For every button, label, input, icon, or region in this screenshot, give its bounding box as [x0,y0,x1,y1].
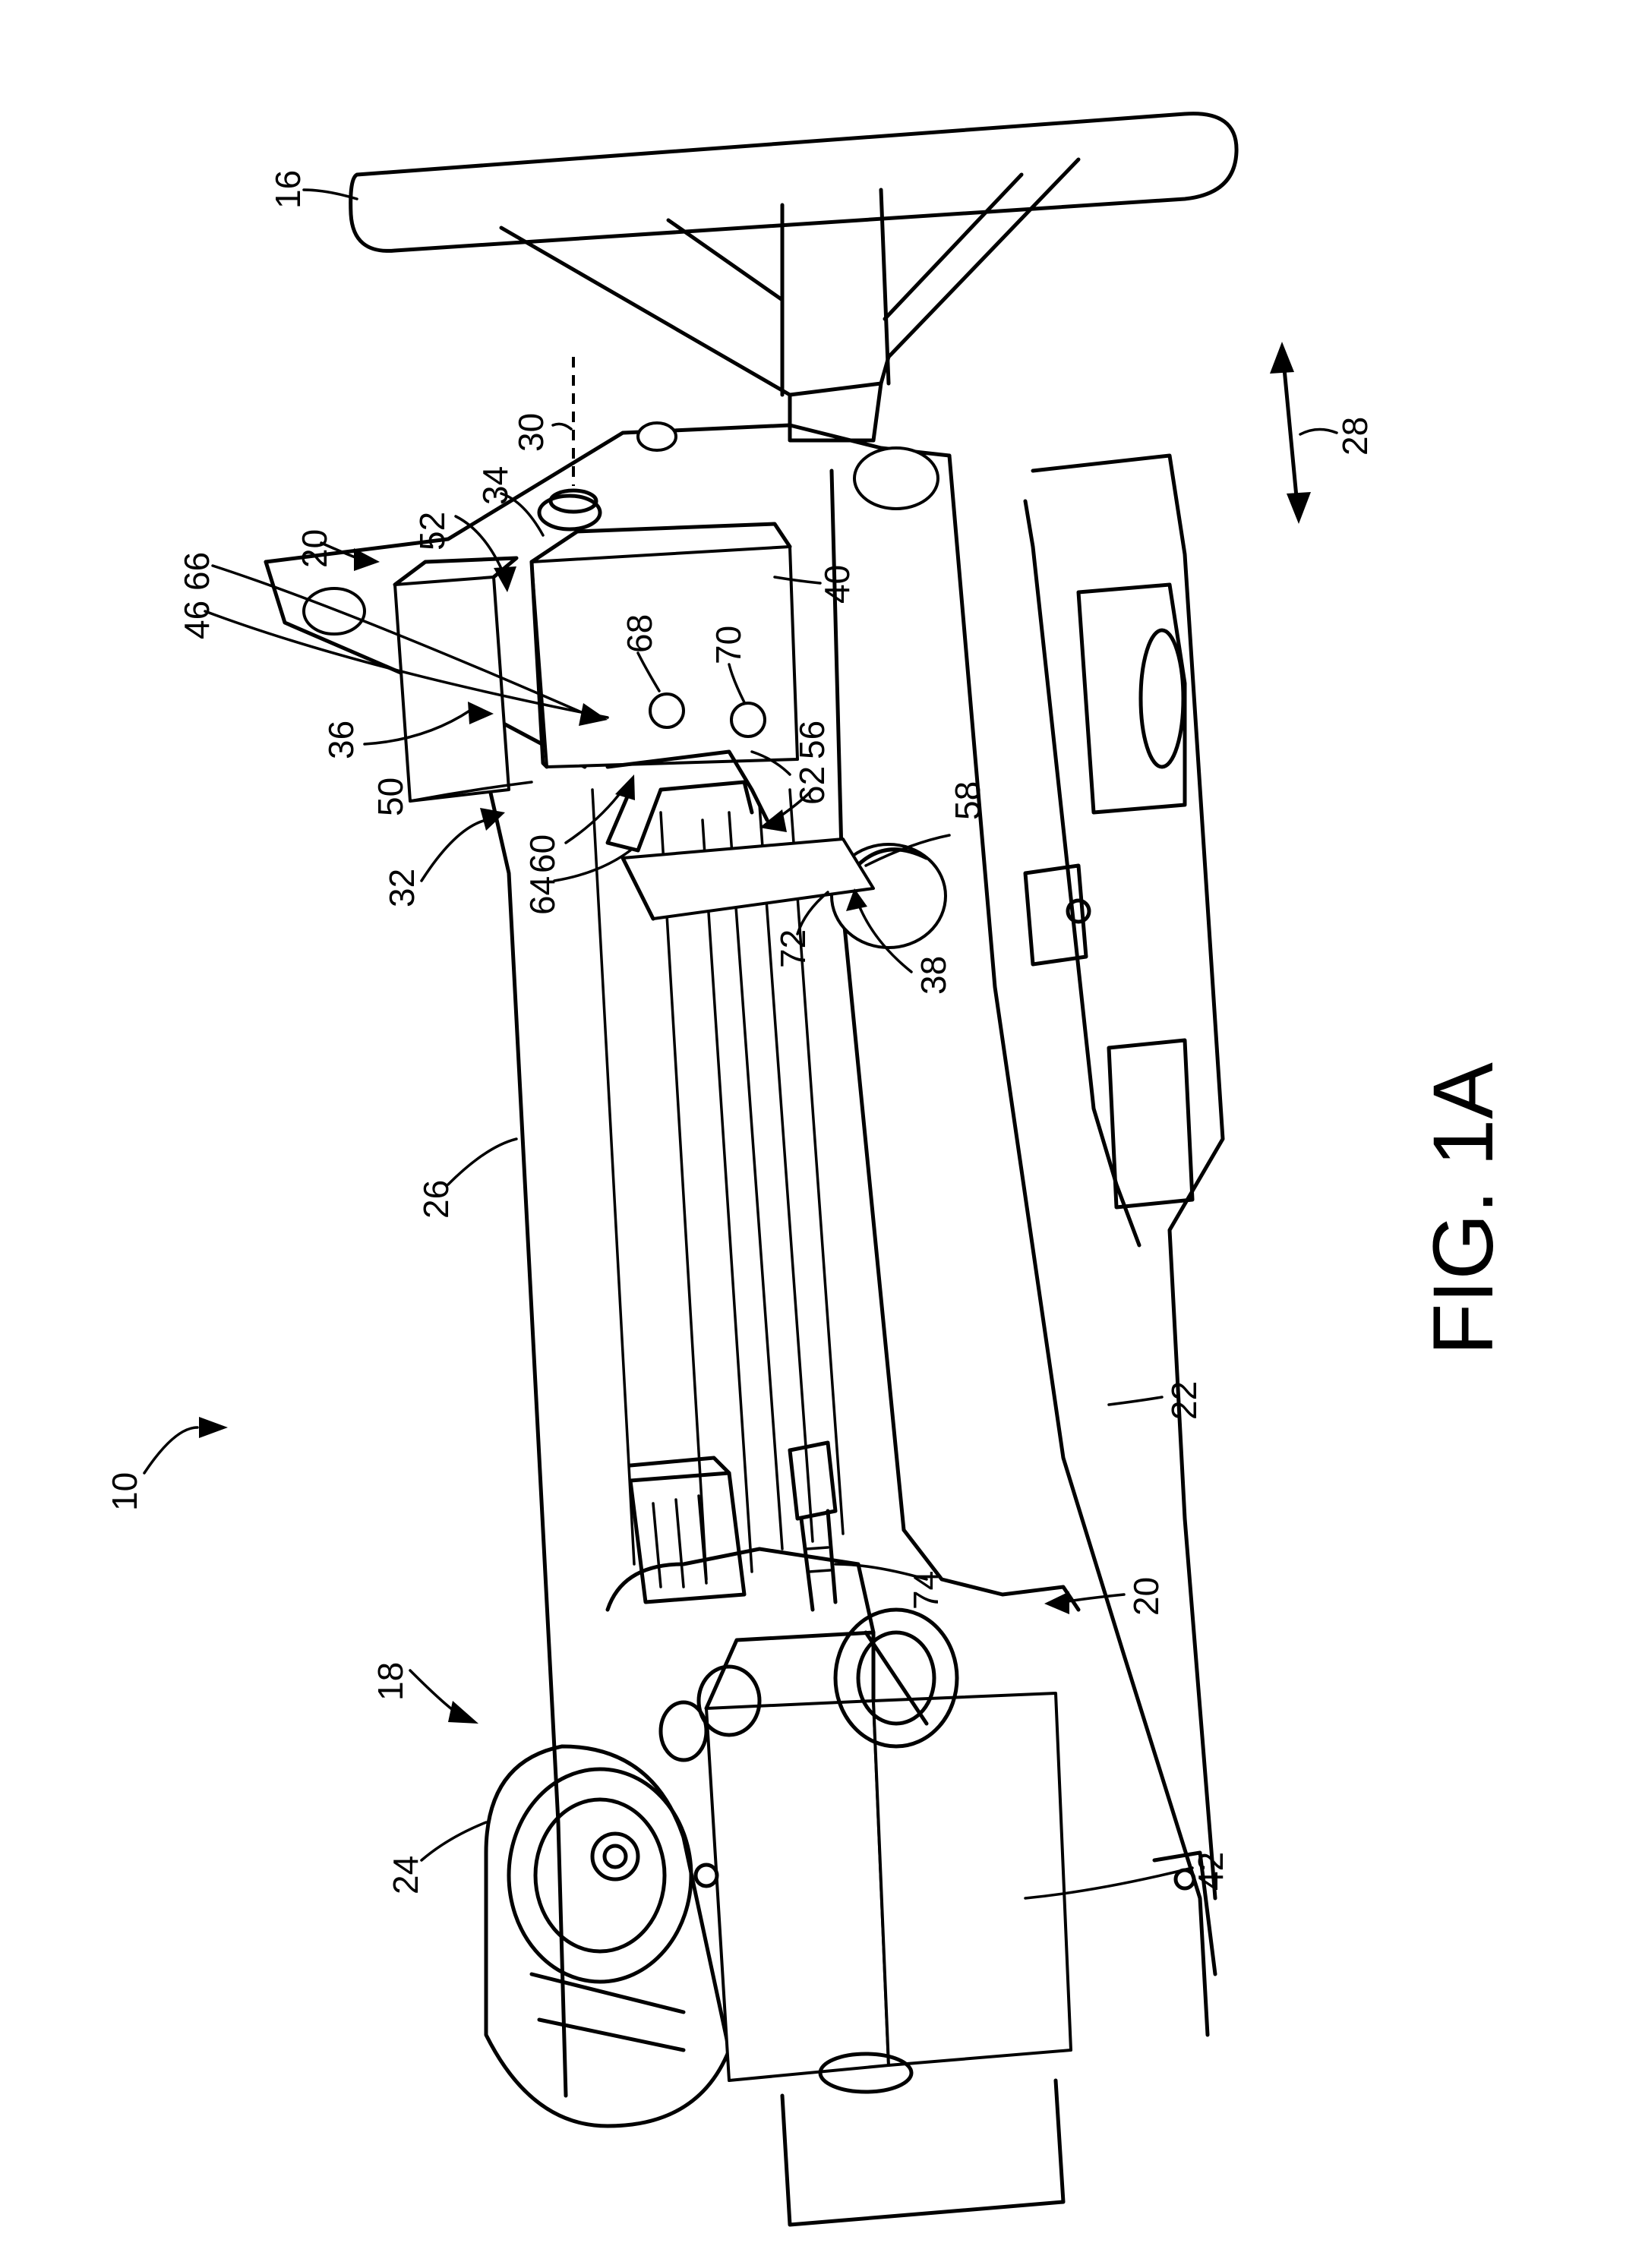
label-52: 52 [412,512,452,550]
label-40: 40 [817,565,857,604]
label-56: 56 [792,721,832,759]
label-50: 50 [371,778,410,816]
label-32: 32 [382,869,422,907]
label-62: 62 [792,766,832,805]
label-34: 34 [475,466,515,505]
figure-title: FIG. 1A [1416,1062,1511,1355]
label-42: 42 [1191,1852,1230,1891]
label-30: 30 [511,413,551,452]
label-16: 16 [268,170,308,209]
label-46: 46 [177,601,216,639]
label-74: 74 [906,1571,946,1610]
label-66: 66 [177,552,216,591]
motor-assembly [486,1443,1071,2225]
label-38: 38 [914,956,953,995]
label-64: 64 [523,876,562,915]
label-60: 60 [523,834,562,873]
label-10: 10 [105,1472,144,1511]
pawl-lever [608,752,873,919]
label-20-upper: 20 [295,529,334,568]
label-24: 24 [386,1856,425,1894]
label-58: 58 [948,781,987,820]
label-28: 28 [1335,417,1375,456]
label-70: 70 [709,626,748,664]
label-18: 18 [371,1662,410,1701]
label-36: 36 [321,721,361,759]
label-26: 26 [416,1180,456,1219]
label-72: 72 [773,929,813,968]
steering-wheel [351,114,1236,440]
label-68: 68 [620,614,659,653]
label-20-lower: 20 [1126,1577,1166,1616]
label-22: 22 [1164,1381,1204,1420]
